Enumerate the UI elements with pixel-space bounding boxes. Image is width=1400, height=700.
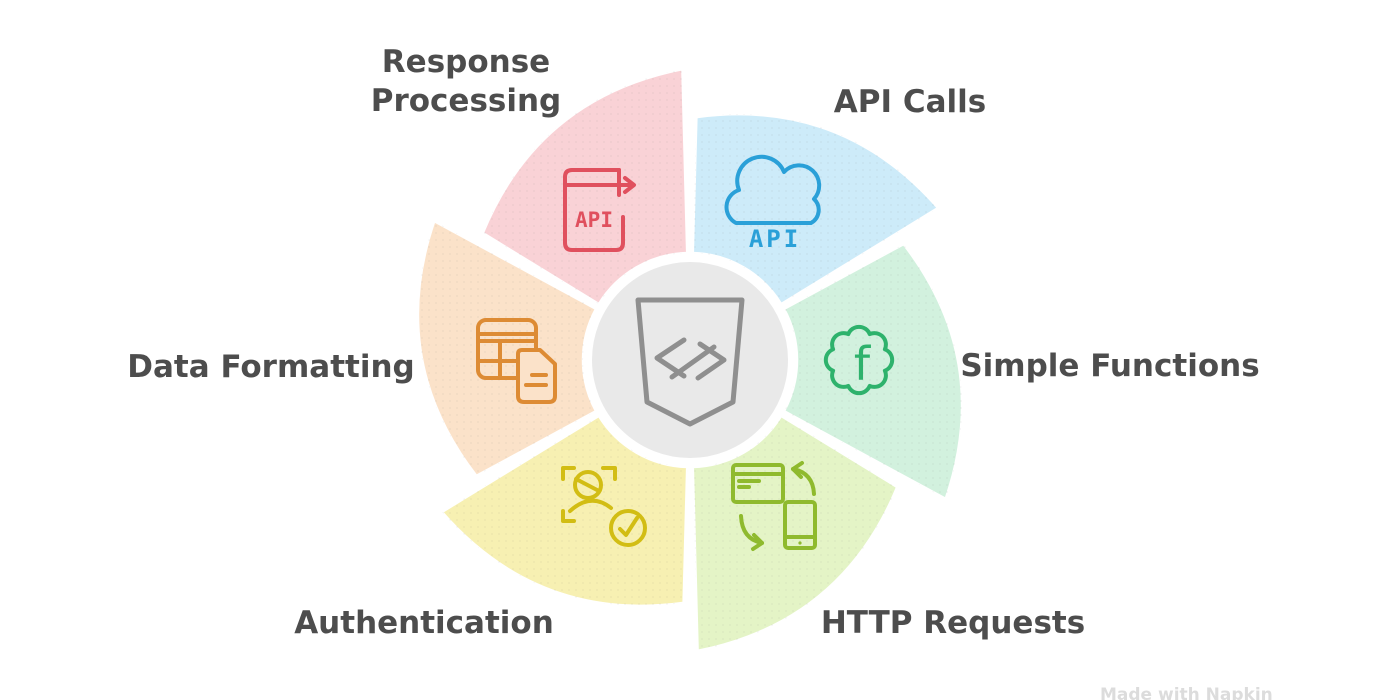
cloud-api-icon: API [724,154,822,253]
petal-texture-simple-functions [784,244,963,499]
function-f-text: f [854,337,872,391]
code-chevron-left [654,337,687,379]
phone [783,500,817,550]
badge-scalloped-outline [823,324,895,396]
scan-bracket-top-left [561,466,576,481]
api-export-document-icon: API [563,168,636,252]
head-circle [573,470,603,500]
cloud-outline [724,154,822,225]
code-chevron-right [695,341,727,381]
device-sync-icon [731,461,817,551]
api-text: API [749,225,801,253]
face-scan-check-icon [561,466,647,547]
check-circle [609,509,647,547]
table-document-icon [476,318,557,404]
phone-button [798,541,802,545]
sync-arrow-down-head [751,533,764,551]
center-hub-circle [586,256,794,464]
pinwheel-petals [416,67,964,653]
segment-label-simple-functions: Simple Functions [960,348,1259,384]
segment-label-authentication: Authentication [294,605,554,641]
check-mark [618,516,639,537]
browser-card [731,463,785,504]
watermark: Made with Napkin [1100,685,1273,700]
head-slash [574,477,601,493]
shield-outline [635,297,745,427]
segment-label-response-processing-line1: Response [382,44,550,80]
segment-label-http-requests: HTTP Requests [821,605,1085,641]
scan-bracket-top-right [601,466,617,481]
code-shield-icon [635,297,745,427]
code-slash [669,344,717,380]
segment-label-response-processing-line2: Processing [371,83,562,119]
document-outline [563,168,625,252]
segment-label-api-calls: API Calls [834,84,986,120]
export-arrow-head [623,176,636,194]
function-badge-icon: f [823,324,895,396]
petal-texture-api-calls [692,114,939,305]
api-text: API [575,208,613,232]
sync-arrow-up-head [791,461,804,479]
petal-texture-data-formatting [417,221,596,476]
shoulders-arc [568,498,613,513]
segment-label-data-formatting: Data Formatting [127,349,414,385]
scan-bracket-bottom-left [561,509,576,523]
